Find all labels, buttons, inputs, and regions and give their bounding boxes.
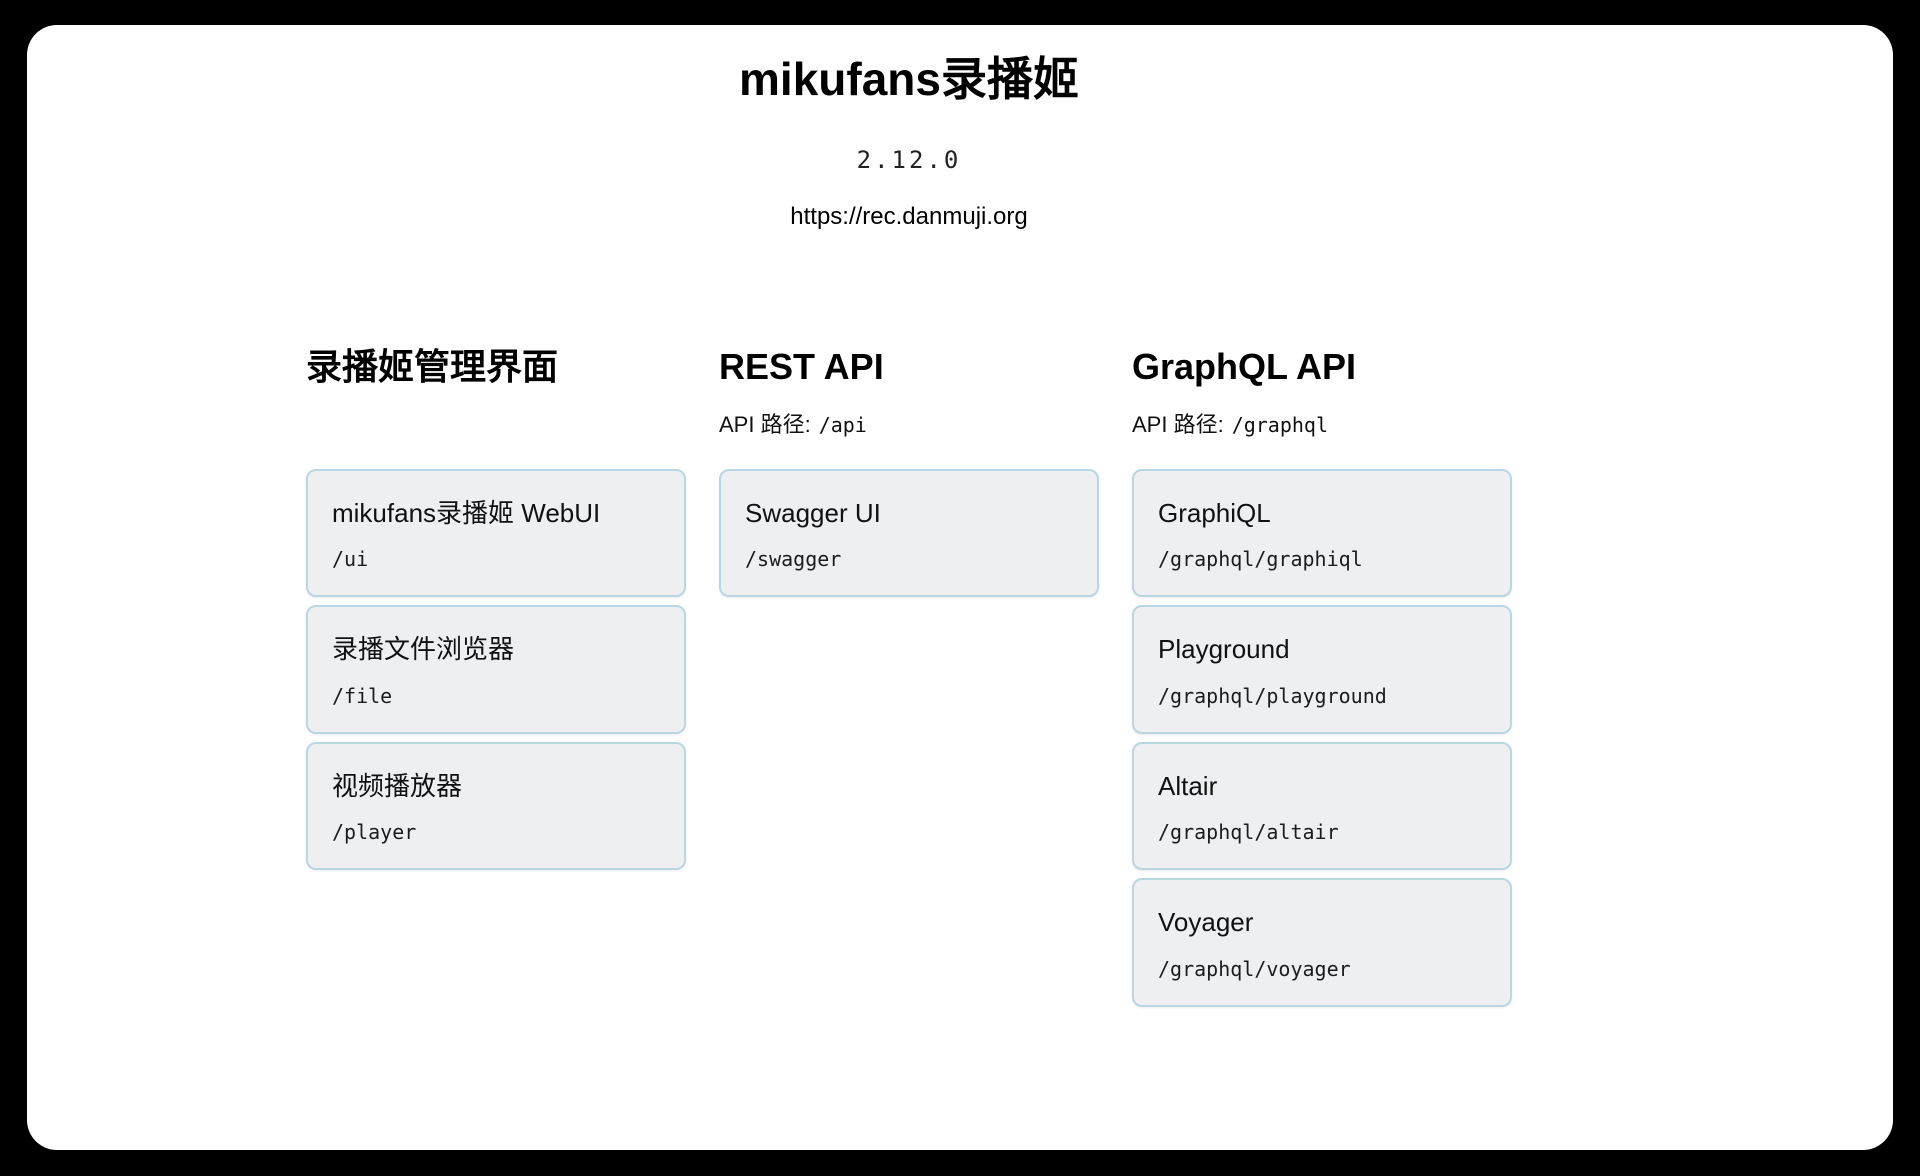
api-path-label: API 路径: bbox=[719, 411, 811, 437]
column-webui-cards: mikufans录播姬 WebUI /ui 录播文件浏览器 /file 视频播放… bbox=[306, 468, 686, 871]
homepage-row: https://rec.danmuji.org bbox=[306, 203, 1512, 232]
card-graphiql-path: /graphql/graphiql bbox=[1158, 547, 1363, 572]
version-label: 2.12.0 bbox=[856, 145, 962, 174]
card-playground-path: /graphql/playground bbox=[1158, 683, 1387, 708]
columns-grid: 录播姬管理界面 mikufans录播姬 WebUI /ui 录播文件浏览器 /f… bbox=[306, 345, 1512, 1014]
card-swagger-ui-path: /swagger bbox=[745, 547, 842, 572]
card-video-player-title: 视频播放器 bbox=[332, 770, 463, 801]
card-webui[interactable]: mikufans录播姬 WebUI /ui bbox=[306, 468, 686, 598]
column-rest-api-cards: Swagger UI /swagger bbox=[719, 468, 1099, 598]
card-file-browser-title: 录播文件浏览器 bbox=[332, 634, 515, 665]
card-altair-title: Altair bbox=[1158, 770, 1218, 801]
card-swagger-ui-title: Swagger UI bbox=[745, 497, 881, 528]
card-voyager[interactable]: Voyager /graphql/voyager bbox=[1132, 878, 1512, 1007]
card-file-browser-path: /file bbox=[332, 683, 393, 708]
card-graphiql-title: GraphiQL bbox=[1158, 497, 1271, 528]
card-video-player-path: /player bbox=[332, 820, 417, 845]
card-file-browser[interactable]: 录播文件浏览器 /file bbox=[306, 605, 686, 734]
column-webui: 录播姬管理界面 mikufans录播姬 WebUI /ui 录播文件浏览器 /f… bbox=[306, 345, 686, 1014]
homepage-link[interactable]: https://rec.danmuji.org bbox=[790, 202, 1028, 230]
column-graphql-api-line: API 路径: /graphql bbox=[1132, 411, 1512, 439]
page-title: mikufans录播姬 bbox=[739, 53, 1079, 105]
api-path-label: API 路径: bbox=[1132, 411, 1224, 437]
column-rest-api-line: API 路径: /api bbox=[719, 411, 1099, 439]
column-rest-api: REST API API 路径: /api Swagger UI /swagger bbox=[719, 345, 1099, 1014]
column-graphql-api-cards: GraphiQL /graphql/graphiql Playground /g… bbox=[1132, 468, 1512, 1007]
card-webui-title: mikufans录播姬 WebUI bbox=[332, 497, 601, 528]
card-video-player[interactable]: 视频播放器 /player bbox=[306, 741, 686, 871]
card-webui-path: /ui bbox=[332, 547, 369, 572]
page-content: mikufans录播姬 2.12.0 https://rec.danmuji.o… bbox=[306, 53, 1512, 1015]
card-altair-path: /graphql/altair bbox=[1158, 820, 1339, 845]
card-swagger-ui[interactable]: Swagger UI /swagger bbox=[719, 468, 1099, 598]
column-graphql-api-heading: GraphQL API bbox=[1132, 346, 1357, 388]
api-path-value: /api bbox=[818, 412, 867, 437]
api-path-value: /graphql bbox=[1231, 412, 1329, 437]
card-playground[interactable]: Playground /graphql/playground bbox=[1132, 605, 1512, 734]
card-altair[interactable]: Altair /graphql/altair bbox=[1132, 741, 1512, 871]
card-playground-title: Playground bbox=[1158, 634, 1290, 665]
column-graphql-api: GraphQL API API 路径: /graphql GraphiQL /gr… bbox=[1132, 345, 1512, 1014]
column-webui-api-line bbox=[306, 411, 686, 439]
column-rest-api-heading: REST API bbox=[719, 346, 884, 388]
card-voyager-title: Voyager bbox=[1158, 907, 1254, 938]
column-webui-heading: 录播姬管理界面 bbox=[306, 346, 559, 388]
card-voyager-path: /graphql/voyager bbox=[1158, 956, 1351, 981]
browser-viewport: mikufans录播姬 2.12.0 https://rec.danmuji.o… bbox=[27, 25, 1893, 1150]
page-header: mikufans录播姬 2.12.0 https://rec.danmuji.o… bbox=[306, 53, 1512, 231]
card-graphiql[interactable]: GraphiQL /graphql/graphiql bbox=[1132, 468, 1512, 598]
